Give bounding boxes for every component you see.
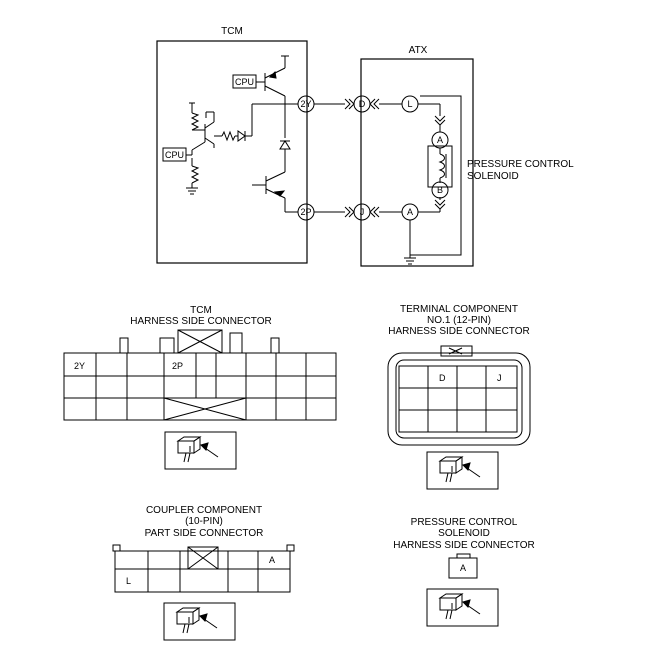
coupler-connector-icon [163, 602, 236, 641]
pin-a-lower-label: A [407, 207, 413, 217]
pin-d-circle [353, 95, 371, 113]
terminal-connector-icon [426, 451, 499, 490]
terminal-connector [387, 345, 531, 446]
terminal-cell-j: J [497, 373, 502, 383]
solenoid-connector-title-1: PRESSURE CONTROL [411, 517, 518, 528]
solenoid-connector-title-2: SOLENOID [438, 528, 490, 539]
wire-2p-j [314, 206, 402, 218]
solenoid-cell-a: A [460, 563, 466, 573]
terminal-connector-title-2: NO.1 (12-PIN) [427, 315, 491, 326]
tcm-box [156, 40, 308, 264]
tcm-connector-icon [164, 431, 237, 470]
tcm-cell-2p: 2P [172, 361, 183, 371]
pin-2p-label: 2P [300, 207, 311, 217]
tcm-connector [63, 329, 337, 421]
high-side-wiring [251, 103, 298, 172]
tcm-label: TCM [221, 26, 243, 37]
atx-label: ATX [409, 45, 428, 56]
terminal-connector-title-3: HARNESS SIDE CONNECTOR [388, 326, 530, 337]
pin-l-label: L [407, 99, 412, 109]
cpu-bottom-box [162, 147, 187, 162]
tcm-connector-title-2: HARNESS SIDE CONNECTOR [130, 316, 272, 327]
cpu-bottom-label: CPU [165, 150, 184, 160]
coupler-connector-title-3: PART SIDE CONNECTOR [145, 528, 264, 539]
pin-2y-label: 2Y [300, 99, 311, 109]
sol-pin-a-label: A [437, 135, 443, 145]
coupler-cell-a: A [269, 555, 275, 565]
cpu-top-box [232, 74, 257, 89]
solenoid-connector-icon [426, 588, 499, 627]
upper-transistor [256, 55, 289, 104]
coupler-connector-title-1: COUPLER COMPONENT [146, 505, 262, 516]
sol-pin-a-circle [431, 131, 449, 149]
tcm-cell-2y: 2Y [74, 361, 85, 371]
solenoid-label-line1: PRESSURE CONTROL [467, 159, 574, 170]
terminal-cell-d: D [439, 373, 446, 383]
cpu-top-label: CPU [235, 77, 254, 87]
input-circuit [186, 102, 252, 195]
solenoid-label-line2: SOLENOID [467, 171, 519, 182]
coupler-connector-title-2: (10-PIN) [185, 516, 223, 527]
coupler-connector [112, 544, 295, 593]
atx-box [360, 58, 474, 267]
solenoid-connector-title-3: HARNESS SIDE CONNECTOR [393, 540, 535, 551]
solenoid-connector [448, 553, 478, 579]
tcm-connector-title-1: TCM [190, 305, 212, 316]
terminal-connector-title-1: TERMINAL COMPONENT [400, 304, 518, 315]
sol-pin-b-circle [431, 181, 449, 199]
lower-transistor [252, 171, 298, 213]
pin-j-label: J [360, 207, 365, 217]
pin-d-label: D [359, 99, 366, 109]
pin-j-circle [353, 203, 371, 221]
coupler-cell-l: L [126, 576, 131, 586]
solenoid-wiring [404, 95, 462, 265]
sol-pin-b-label: B [437, 185, 443, 195]
